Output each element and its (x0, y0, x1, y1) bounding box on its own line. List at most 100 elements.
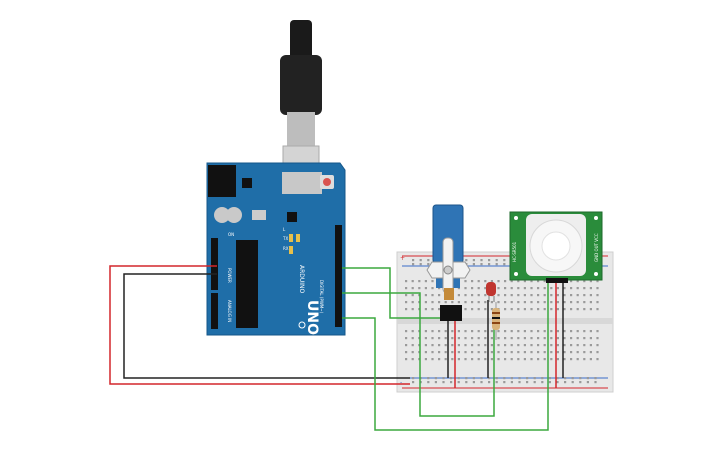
rail-hole (488, 263, 491, 266)
breadboard-hole (523, 301, 526, 304)
breadboard-hole (583, 287, 586, 290)
breadboard-hole (444, 351, 447, 354)
breadboard-hole (497, 287, 500, 290)
breadboard-hole (431, 280, 434, 283)
breadboard-hole (550, 358, 553, 361)
breadboard-hole (589, 358, 592, 361)
breadboard-hole (556, 294, 559, 297)
breadboard-hole (596, 294, 599, 297)
analog-header[interactable] (211, 293, 218, 329)
rail-hole (548, 377, 551, 380)
breadboard-hole (477, 308, 480, 311)
breadboard-hole (444, 358, 447, 361)
breadboard-hole (504, 358, 507, 361)
breadboard-hole (563, 301, 566, 304)
capacitor (226, 207, 242, 223)
breadboard-hole (563, 337, 566, 340)
breadboard-hole (451, 337, 454, 340)
breadboard-hole (504, 337, 507, 340)
breadboard-hole (537, 294, 540, 297)
breadboard-hole (504, 308, 507, 311)
rail-hole (442, 377, 445, 380)
breadboard-hole (510, 308, 513, 311)
breadboard-hole (497, 337, 500, 340)
breadboard-hole (556, 301, 559, 304)
breadboard-hole (570, 280, 573, 283)
led-label-tx: TX (282, 236, 288, 241)
breadboard-hole (484, 301, 487, 304)
breadboard-hole (477, 330, 480, 333)
breadboard-hole (537, 280, 540, 283)
breadboard-hole (596, 308, 599, 311)
breadboard-hole (431, 337, 434, 340)
wire-red-5v (109, 265, 410, 385)
breadboard-hole (497, 330, 500, 333)
rail-hole (480, 263, 483, 266)
breadboard-hole (523, 351, 526, 354)
breadboard-hole (530, 344, 533, 347)
breadboard-hole (589, 344, 592, 347)
breadboard-hole (576, 344, 579, 347)
breadboard-hole (537, 308, 540, 311)
breadboard-hole (471, 287, 474, 290)
breadboard-hole (471, 330, 474, 333)
breadboard-hole (537, 287, 540, 290)
breadboard-hole (471, 337, 474, 340)
breadboard-hole (451, 358, 454, 361)
breadboard-hole (438, 308, 441, 311)
breadboard-hole (576, 337, 579, 340)
servo-motor[interactable] (426, 204, 471, 321)
breadboard-hole (497, 294, 500, 297)
breadboard-hole (517, 344, 520, 347)
rail-hole (488, 377, 491, 380)
breadboard-hole (550, 294, 553, 297)
breadboard-hole (497, 351, 500, 354)
breadboard-hole (523, 344, 526, 347)
breadboard-hole (490, 280, 493, 283)
breadboard-hole (411, 308, 414, 311)
breadboard-hole (563, 358, 566, 361)
breadboard-hole (431, 301, 434, 304)
rail-hole (518, 381, 521, 384)
breadboard-hole (517, 287, 520, 290)
red-led[interactable] (486, 282, 496, 302)
breadboard-hole (570, 287, 573, 290)
breadboard-hole (457, 301, 460, 304)
breadboard-hole (556, 330, 559, 333)
breadboard-hole (477, 294, 480, 297)
breadboard-hole (583, 358, 586, 361)
breadboard-hole (471, 344, 474, 347)
breadboard-hole (510, 294, 513, 297)
arduino-uno-board[interactable]: TX RX L ARDUINO UNO DIGITAL (PWM~) POWER… (206, 162, 346, 336)
breadboard-hole (477, 301, 480, 304)
breadboard-hole (464, 280, 467, 283)
breadboard-hole (411, 330, 414, 333)
breadboard-hole (510, 301, 513, 304)
resistor[interactable] (492, 302, 500, 340)
breadboard-hole (457, 330, 460, 333)
breadboard-hole (431, 308, 434, 311)
breadboard-hole (550, 287, 553, 290)
rail-hole (533, 377, 536, 380)
breadboard-hole (457, 351, 460, 354)
rail-hole (518, 377, 521, 380)
breadboard-hole (405, 344, 408, 347)
breadboard-hole (457, 358, 460, 361)
breadboard-hole (464, 330, 467, 333)
digital-header[interactable] (335, 225, 342, 327)
breadboard-hole (523, 330, 526, 333)
atmega-chip (236, 240, 258, 328)
breadboard-hole (484, 358, 487, 361)
power-header[interactable] (211, 238, 218, 290)
breadboard-hole (556, 308, 559, 311)
breadboard-hole (451, 301, 454, 304)
pir-sensor[interactable]: HC-SR501 GND OUT VCC (509, 211, 603, 283)
rail-hole (450, 377, 453, 380)
breadboard-hole (570, 330, 573, 333)
rail-hole (488, 259, 491, 262)
breadboard-hole (431, 351, 434, 354)
rail-hole (510, 377, 513, 380)
rail-hole (579, 381, 582, 384)
breadboard-hole (424, 301, 427, 304)
breadboard-hole (424, 351, 427, 354)
